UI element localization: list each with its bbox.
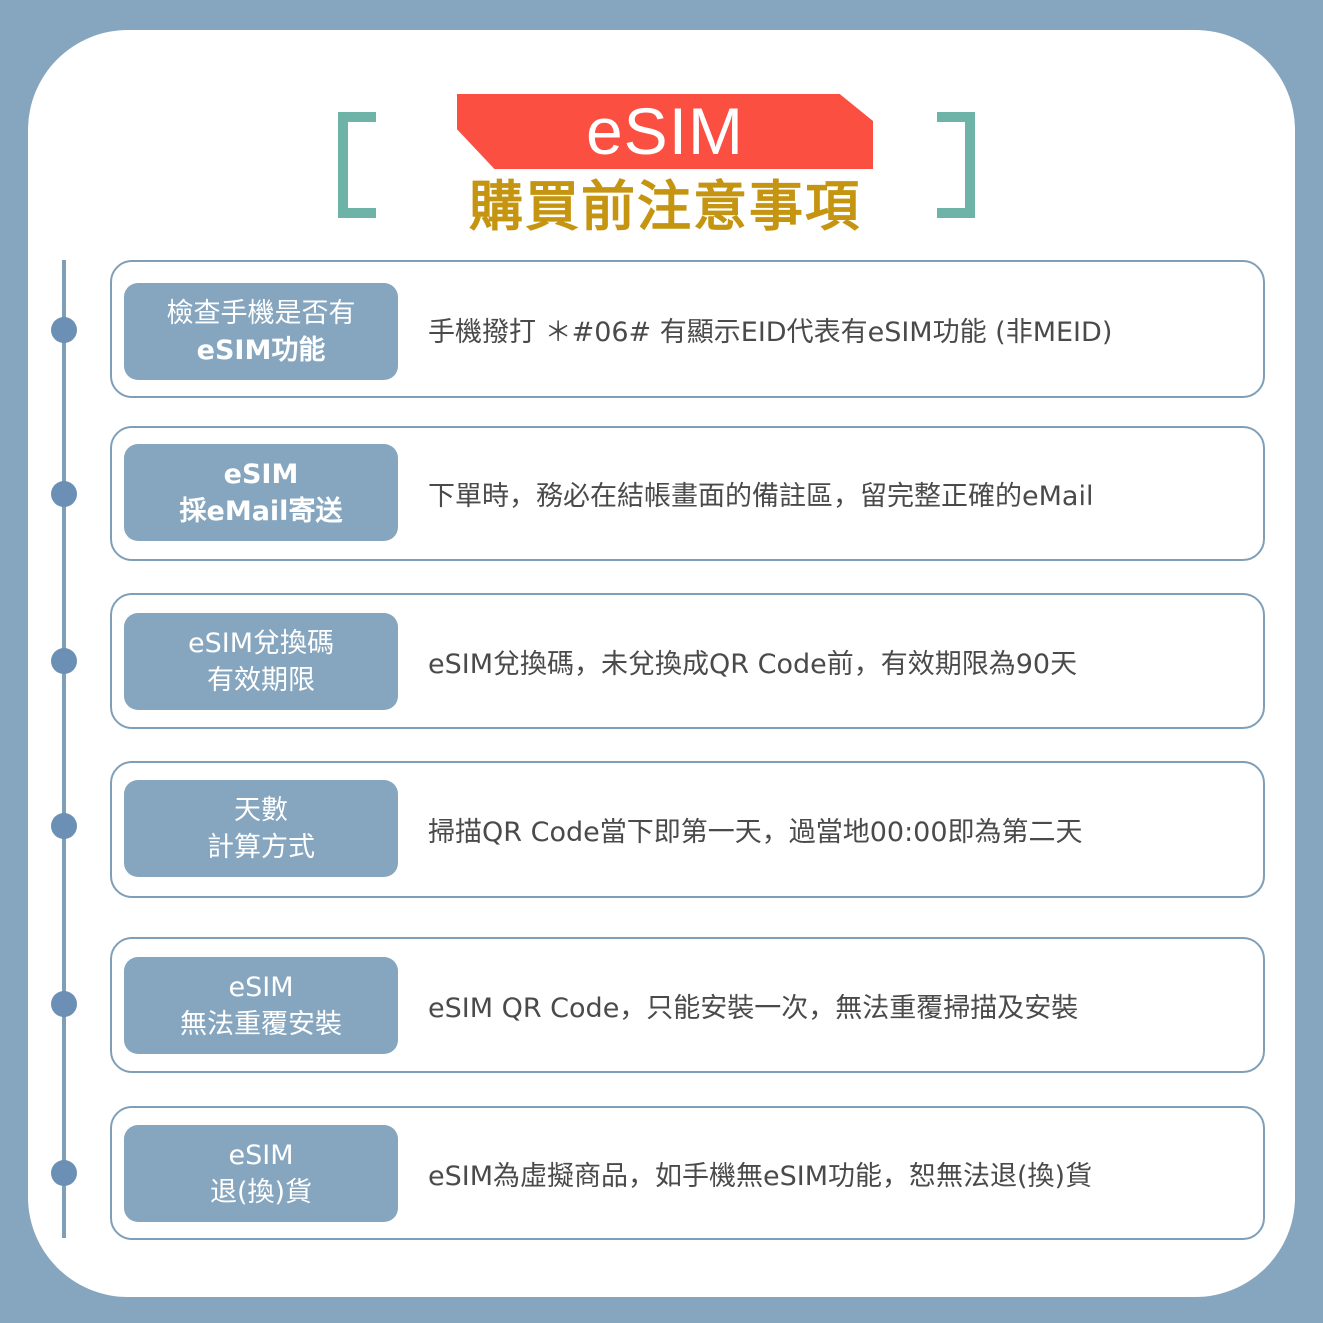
- notice-description: eSIM為虛擬商品，如手機無eSIM功能，恕無法退(換)貨: [428, 1160, 1093, 1192]
- notice-tag: 檢查手機是否有 eSIM功能: [124, 283, 398, 380]
- notice-card-no-reinstall: eSIM 無法重覆安裝 eSIM QR Code，只能安裝一次，無法重覆掃描及安…: [110, 937, 1265, 1073]
- tag-line-2: 退(換)貨: [209, 1176, 313, 1208]
- tag-line-2: 計算方式: [207, 831, 315, 863]
- left-bracket-decoration: [338, 112, 376, 218]
- tag-line-2: 採eMail寄送: [179, 495, 343, 527]
- notice-tag: 天數 計算方式: [124, 780, 398, 877]
- tag-line-2: 無法重覆安裝: [180, 1008, 342, 1040]
- notice-tag: eSIM兌換碼 有效期限: [124, 613, 398, 710]
- tag-line-2: 有效期限: [207, 664, 315, 696]
- tag-line-2: eSIM功能: [196, 334, 326, 366]
- timeline-dot-4: [51, 813, 77, 839]
- notice-description: 手機撥打 ＊#06# 有顯示EID代表有eSIM功能 (非MEID): [428, 316, 1113, 348]
- timeline-dot-6: [51, 1160, 77, 1186]
- notice-card-email-delivery: eSIM 採eMail寄送 下單時，務必在結帳畫面的備註區，留完整正確的eMai…: [110, 426, 1265, 561]
- notice-description: 掃描QR Code當下即第一天，過當地00:00即為第二天: [428, 817, 1083, 848]
- notice-card-no-refund: eSIM 退(換)貨 eSIM為虛擬商品，如手機無eSIM功能，恕無法退(換)貨: [110, 1106, 1265, 1240]
- tag-line-1: 天數: [234, 794, 288, 826]
- timeline-line: [62, 260, 66, 1238]
- page-title: 購買前注意事項: [469, 175, 861, 238]
- timeline-dot-3: [51, 648, 77, 674]
- notice-tag: eSIM 採eMail寄送: [124, 444, 398, 541]
- tag-line-1: eSIM: [228, 971, 294, 1003]
- notice-tag: eSIM 退(換)貨: [124, 1125, 398, 1222]
- notice-description: eSIM QR Code，只能安裝一次，無法重覆掃描及安裝: [428, 992, 1079, 1024]
- right-bracket-decoration: [937, 112, 975, 218]
- notice-tag: eSIM 無法重覆安裝: [124, 957, 398, 1054]
- tag-line-1: eSIM兌換碼: [187, 627, 334, 659]
- notice-card-esim-check: 檢查手機是否有 eSIM功能 手機撥打 ＊#06# 有顯示EID代表有eSIM功…: [110, 260, 1265, 398]
- title-ribbon: [457, 94, 873, 169]
- notice-description: 下單時，務必在結帳畫面的備註區，留完整正確的eMail: [428, 481, 1094, 512]
- notice-card-code-validity: eSIM兌換碼 有效期限 eSIM兌換碼，未兌換成QR Code前，有效期限為9…: [110, 593, 1265, 729]
- tag-line-1: eSIM: [228, 1139, 294, 1171]
- notice-card-day-calculation: 天數 計算方式 掃描QR Code當下即第一天，過當地00:00即為第二天: [110, 761, 1265, 898]
- notice-description: eSIM兌換碼，未兌換成QR Code前，有效期限為90天: [428, 648, 1078, 680]
- timeline-dot-2: [51, 481, 77, 507]
- tag-line-1: 檢查手機是否有: [166, 297, 356, 329]
- ribbon-title: eSIM: [585, 94, 745, 168]
- timeline-dot-5: [51, 991, 77, 1017]
- tag-line-1: eSIM: [223, 458, 299, 490]
- timeline-dot-1: [51, 317, 77, 343]
